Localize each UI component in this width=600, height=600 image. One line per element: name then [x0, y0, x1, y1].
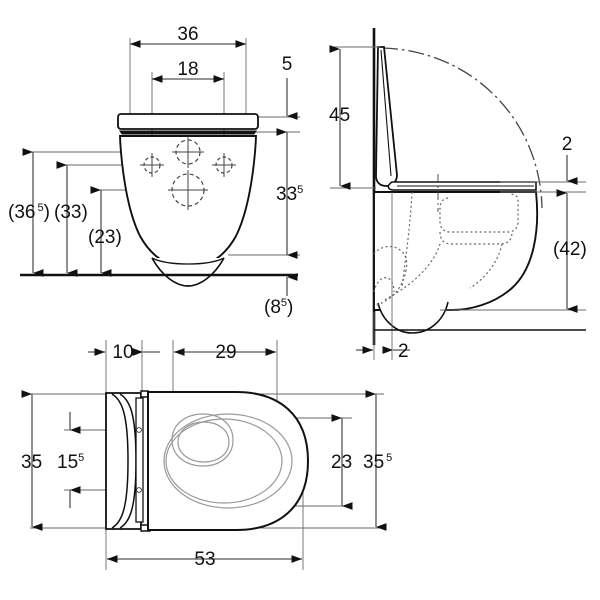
dim-label-front-fixing: 18 [177, 59, 198, 80]
dim-label-front-height: 335 [276, 184, 303, 205]
plan-rear-flange [105, 390, 151, 532]
dim-label-front-seat: 5 [282, 54, 293, 75]
side-raised-lid [375, 46, 398, 187]
dim-label-plan-openwidth: 23 [331, 452, 352, 473]
dim-label-front-lowerfix: (23) [88, 227, 122, 248]
dim-front-seat-5: 5 [282, 54, 298, 120]
side-pan-body [373, 191, 539, 334]
dim-plan-width-35: 35 [21, 390, 43, 531]
side-elevation-view: 45 2 (42) 2 [329, 28, 587, 362]
dim-label-plan-width-left: 35 [21, 452, 42, 473]
dim-side-depth-42: (42) [553, 189, 587, 313]
dim-label-plan-length: 53 [194, 549, 215, 570]
dim-front-height-33-5: 335 [276, 128, 303, 259]
front-seat-lid [117, 113, 259, 135]
front-fixing-holes [140, 136, 236, 210]
dim-label-plan-fixing: 155 [57, 452, 84, 473]
dim-label-front-width: 36 [177, 24, 198, 45]
dim-front-upperfix-33: (33) [54, 161, 88, 277]
fixing-hole-center-upper [172, 136, 204, 168]
plan-pan-outline [147, 391, 310, 531]
fixing-hole-center-lower [168, 170, 208, 210]
dim-label-side-rim: 2 [562, 134, 573, 155]
front-elevation-view: 36 18 5 335 (85) [8, 24, 303, 318]
dim-plan-length-53: 53 [107, 549, 302, 570]
dim-label-front-upperfix: (33) [54, 202, 88, 223]
dim-label-side-offset: 2 [398, 341, 409, 362]
dim-front-floorgap-8-5: (85) [264, 273, 298, 318]
dim-label-side-depth: (42) [553, 239, 587, 260]
fixing-hole-right [212, 153, 236, 177]
dim-side-lid-45: 45 [329, 45, 351, 190]
dim-label-front-floorgap: (85) [264, 297, 293, 318]
dim-plan-fixing-15-5: 155 [57, 412, 84, 508]
dim-side-rim-2: 2 [562, 134, 578, 185]
dim-label-side-lid: 45 [329, 105, 350, 126]
dim-front-fixing-18: 18 [152, 59, 224, 83]
dim-front-lowerfix-23: (23) [88, 186, 122, 277]
dim-side-offset-2: 2 [356, 341, 410, 362]
dim-plan-openwidth-23: 23 [331, 414, 353, 510]
side-hidden-internals [373, 191, 519, 307]
plan-bowl-rim [163, 413, 293, 509]
dim-label-plan-flange: 10 [112, 342, 133, 363]
dim-label-plan-opening: 29 [215, 342, 236, 363]
lid-swing-arc [381, 47, 543, 209]
dim-front-width-36: 36 [130, 24, 246, 48]
dim-plan-flange-10: 10 [88, 342, 160, 363]
side-seat [387, 181, 537, 191]
dim-plan-opening-29: 29 [174, 342, 276, 363]
fixing-hole-left [140, 153, 164, 177]
